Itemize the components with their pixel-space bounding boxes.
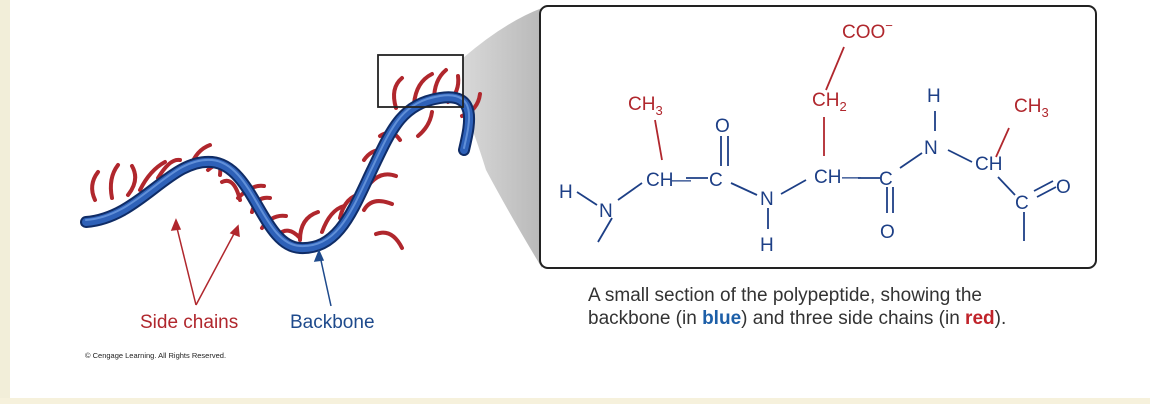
atom-h: H bbox=[559, 182, 573, 203]
backbone-bonds bbox=[576, 111, 1057, 243]
zoom-box bbox=[377, 54, 464, 108]
ch3-group: CH3 bbox=[628, 94, 663, 118]
atom-h: H bbox=[927, 86, 941, 107]
atom-o: O bbox=[880, 222, 895, 243]
backbone-atoms: H N CH — C O N H CH — C O N H CH C O bbox=[559, 86, 1071, 256]
side-chain bbox=[126, 164, 138, 197]
caption-text: ). bbox=[994, 308, 1007, 329]
side-chain-bonds bbox=[654, 46, 1010, 161]
bond-dash: — bbox=[672, 170, 691, 191]
side-chain bbox=[108, 163, 120, 200]
atom-ch: CH bbox=[975, 154, 1002, 175]
pointer-line bbox=[319, 255, 332, 307]
caption-text: backbone (in bbox=[588, 308, 703, 329]
caption-line-1: A small section of the polypeptide, show… bbox=[588, 285, 982, 306]
figure-caption: A small section of the polypeptide, show… bbox=[588, 284, 1108, 330]
coo-group: COO− bbox=[842, 18, 893, 43]
atom-n: N bbox=[599, 201, 613, 222]
atom-ch: CH bbox=[814, 167, 841, 188]
copyright-notice: © Cengage Learning. All Rights Reserved. bbox=[85, 351, 227, 360]
caption-text: ) and three side chains (in bbox=[741, 308, 966, 329]
side-chain bbox=[156, 157, 182, 180]
structure-box bbox=[539, 5, 1097, 269]
side-chain bbox=[138, 160, 167, 192]
atom-c: C bbox=[709, 170, 723, 191]
backbone-tube-edge bbox=[80, 91, 476, 255]
caption-red-word: red bbox=[965, 308, 995, 329]
atom-o: O bbox=[715, 116, 730, 137]
ch3-group: CH3 bbox=[1014, 96, 1049, 120]
bond-dash: — bbox=[842, 167, 861, 188]
backbone-label: Backbone bbox=[290, 312, 375, 333]
backbone-highlight bbox=[85, 94, 471, 248]
backbone-tube bbox=[82, 93, 474, 253]
side-chain bbox=[416, 110, 434, 138]
side-chain-pointers bbox=[170, 218, 240, 306]
side-chain bbox=[362, 199, 394, 212]
zoom-cone bbox=[463, 8, 542, 268]
atom-ch: CH bbox=[646, 170, 673, 191]
pointer-line bbox=[195, 229, 237, 306]
pointer-arrowhead bbox=[170, 218, 182, 231]
side-chains-label: Side chains bbox=[140, 312, 238, 333]
side-chain bbox=[374, 230, 404, 250]
side-chain bbox=[298, 210, 320, 242]
ch2-group: CH2 bbox=[812, 90, 847, 114]
atom-n: N bbox=[760, 189, 774, 210]
pointer-line bbox=[175, 223, 197, 306]
atom-h: H bbox=[760, 235, 774, 256]
side-chain bbox=[392, 76, 404, 110]
caption-blue-word: blue bbox=[702, 308, 742, 329]
left-margin-bar bbox=[0, 0, 10, 404]
backbone-pointer bbox=[313, 249, 332, 307]
side-chain-atoms: CH3 CH2 COO− CH3 bbox=[628, 18, 1049, 120]
side-chain bbox=[90, 170, 100, 202]
bottom-margin-bar bbox=[0, 398, 1150, 404]
atom-c: C bbox=[1015, 193, 1029, 214]
atom-o: O bbox=[1056, 177, 1071, 198]
atom-n: N bbox=[924, 138, 938, 159]
pointer-arrowhead bbox=[229, 224, 240, 238]
atom-c: C bbox=[879, 169, 893, 190]
pointer-arrowhead bbox=[313, 249, 325, 262]
